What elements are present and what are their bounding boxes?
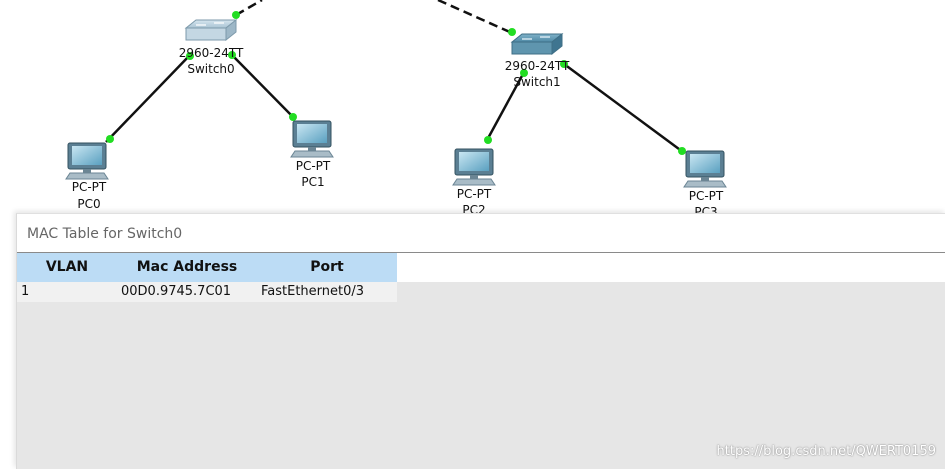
mac-table-window[interactable]: MAC Table for Switch0 VLAN Mac Address P… (16, 213, 945, 469)
mac-table-window-title: MAC Table for Switch0 (27, 226, 183, 242)
link-dot (186, 52, 194, 60)
column-header-mac-address[interactable]: Mac Address (136, 259, 238, 275)
table-row[interactable]: 1 00D0.9745.7C01 FastEthernet0/3 (17, 282, 397, 302)
link-switch0-pc0[interactable] (105, 54, 191, 143)
pc-model-label: PC-PT (457, 187, 492, 201)
switch0-node[interactable]: 2960-24TT Switch0 (179, 18, 244, 76)
cell-port: FastEthernet0/3 (261, 284, 365, 299)
column-header-vlan[interactable]: VLAN (45, 259, 89, 275)
link-dot (106, 135, 114, 143)
link-dot (484, 136, 492, 144)
switch1-node[interactable]: 2960-24TT Switch1 (505, 32, 570, 89)
pc-model-label: PC-PT (689, 189, 724, 203)
switch-model-label: 2960-24TT (505, 59, 570, 73)
watermark-text: https://blog.csdn.net/QWERT0159 (716, 444, 936, 459)
link-switch1-uplink[interactable] (437, 0, 513, 35)
switch-icon (510, 32, 564, 56)
cell-mac-address: 00D0.9745.7C01 (121, 284, 232, 299)
link-dot (520, 69, 528, 77)
pc0-node[interactable]: PC-PT PC0 (65, 142, 109, 211)
cell-vlan: 1 (21, 284, 30, 299)
pc-icon (452, 148, 496, 186)
link-dot (508, 28, 516, 36)
pc-model-label: PC-PT (296, 159, 331, 173)
link-dot (232, 11, 240, 19)
header-empty-area (397, 253, 945, 282)
link-dot (289, 113, 297, 121)
pc-icon (683, 150, 727, 188)
mac-table[interactable]: VLAN Mac Address Port 1 00D0.9745.7C01 F… (17, 253, 945, 469)
switch-name-label: Switch0 (187, 62, 234, 76)
switch-name-label: Switch1 (513, 75, 560, 89)
pc-name-label: PC0 (77, 197, 100, 211)
link-switch0-uplink[interactable] (235, 0, 263, 17)
links (105, 0, 684, 154)
link-status-dots (106, 11, 686, 155)
mac-table-header: VLAN Mac Address Port (17, 253, 397, 282)
pc-name-label: PC1 (301, 175, 324, 189)
pc1-node[interactable]: PC-PT PC1 (290, 120, 334, 189)
link-dot (678, 147, 686, 155)
pc-icon (290, 120, 334, 158)
pc-model-label: PC-PT (72, 180, 107, 194)
link-dot (228, 51, 236, 59)
pc-icon (65, 142, 109, 180)
switch-model-label: 2960-24TT (179, 46, 244, 60)
pc2-node[interactable]: PC-PT PC2 (452, 148, 496, 217)
link-switch1-pc3[interactable] (563, 62, 684, 154)
pc3-node[interactable]: PC-PT PC3 (683, 150, 727, 219)
link-switch1-pc2[interactable] (484, 73, 525, 143)
switch-icon (184, 18, 238, 42)
title-separator (17, 252, 945, 253)
column-header-port[interactable]: Port (310, 259, 344, 275)
link-switch0-pc1[interactable] (231, 54, 295, 119)
link-dot (560, 60, 568, 68)
